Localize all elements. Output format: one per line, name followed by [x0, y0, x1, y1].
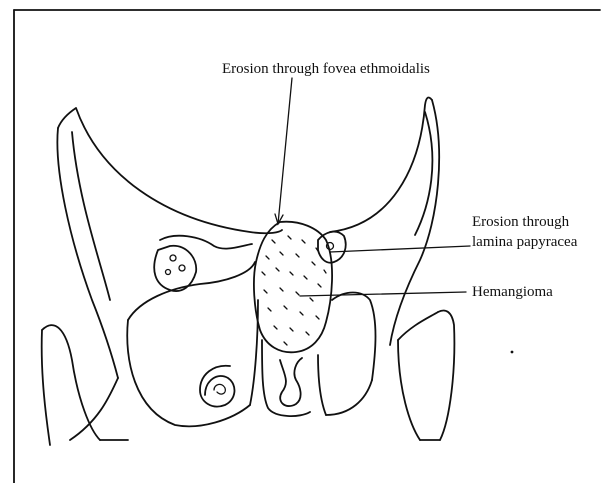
left-orbit — [70, 236, 258, 440]
lamina-leader — [330, 246, 470, 252]
stray-dot — [511, 351, 514, 354]
label-hemangioma: Hemangioma — [472, 284, 553, 300]
hemangioma-leader — [300, 292, 466, 296]
hemangioma-mass — [254, 222, 332, 353]
label-lamina-line2: lamina papyracea — [472, 234, 578, 250]
right-orbit — [318, 232, 454, 440]
fovea-leader — [278, 78, 292, 224]
leader-lines — [275, 78, 470, 296]
label-lamina-line1: Erosion through — [472, 214, 570, 230]
mass-stipple — [262, 236, 326, 345]
label-fovea-ethmoidalis: Erosion through fovea ethmoidalis — [222, 61, 430, 77]
skull-outline — [57, 98, 439, 378]
